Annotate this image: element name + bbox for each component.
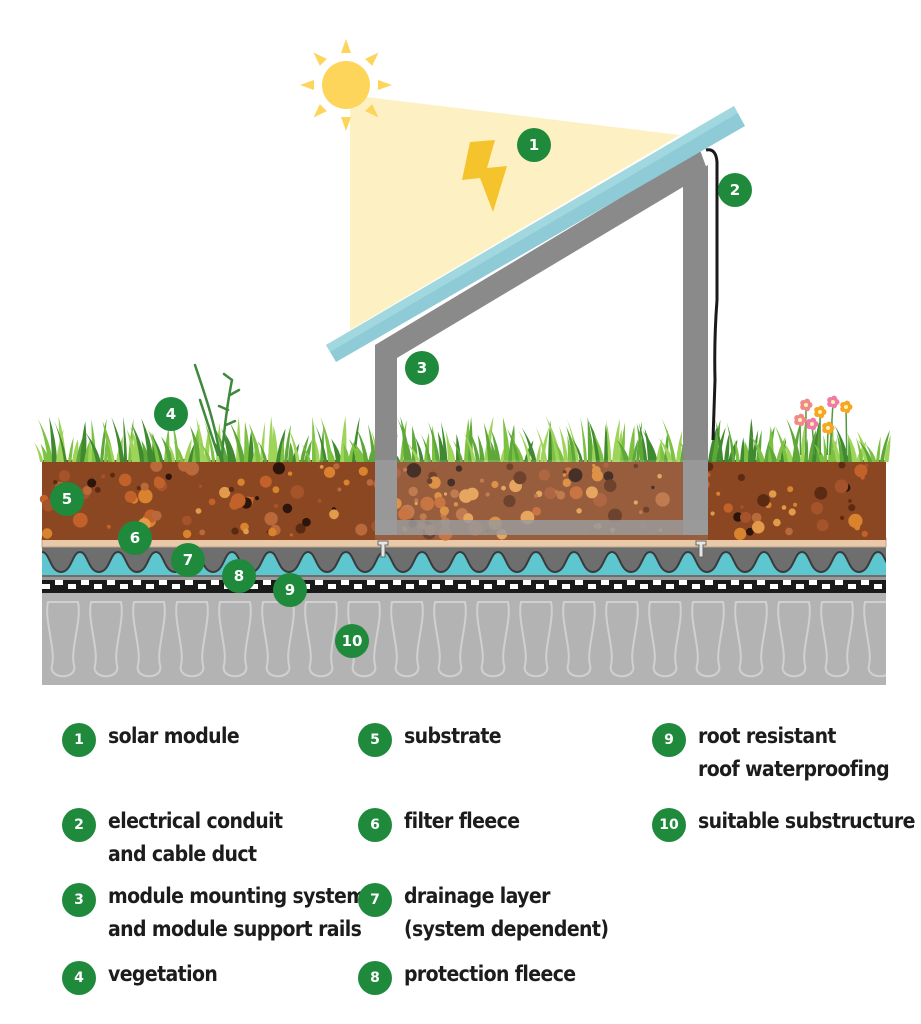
callout-badge — [50, 482, 84, 516]
lightning-icon — [462, 140, 507, 212]
callout-number: 9 — [285, 581, 295, 599]
legend-badge: 8 — [358, 961, 392, 995]
legend-badge: 5 — [358, 723, 392, 757]
sunlight-beam — [350, 95, 680, 330]
callout-number: 1 — [529, 136, 539, 154]
callout-number: 6 — [130, 529, 140, 547]
legend-label: root resistant roof waterproofing — [698, 724, 890, 781]
callout-7: 7 — [171, 543, 205, 577]
callout-9: 9 — [273, 573, 307, 607]
legend-item-8: 8 protection fleece — [358, 958, 576, 995]
sun-icon — [300, 39, 392, 131]
legend-badge: 7 — [358, 883, 392, 917]
callout-badge — [273, 573, 307, 607]
legend-label: vegetation — [108, 962, 218, 986]
legend-item-6: 6 filter fleece — [358, 805, 520, 842]
legend-badge: 9 — [652, 723, 686, 757]
callout-group: 1 2 3 4 5 6 7 8 9 10 — [50, 128, 752, 658]
plant-icon — [193, 363, 241, 457]
callout-badge — [405, 351, 439, 385]
callout-1: 1 — [517, 128, 551, 162]
legend-badge: 3 — [62, 883, 96, 917]
legend-item-9: 9 root resistant roof waterproofing — [652, 720, 890, 786]
legend-badge: 10 — [652, 808, 686, 842]
drainage-layer — [42, 547, 886, 577]
callout-6: 6 — [118, 521, 152, 555]
legend-item-3: 3 module mounting system and module suppo… — [62, 880, 366, 946]
legend-badge: 4 — [62, 961, 96, 995]
callout-number: 4 — [166, 405, 176, 423]
callout-badge — [718, 173, 752, 207]
callout-number: 5 — [62, 490, 72, 508]
legend-item-2: 2 electrical conduit and cable duct — [62, 805, 283, 871]
green-roof-solar-diagram: 1 2 3 4 5 6 7 8 9 10 — [33, 39, 891, 685]
legend-label: electrical conduit and cable duct — [108, 809, 283, 866]
legend-label: filter fleece — [404, 809, 520, 833]
callout-number: 7 — [183, 551, 193, 569]
callout-4: 4 — [154, 397, 188, 431]
callout-badge — [517, 128, 551, 162]
waterproofing-layer — [42, 578, 886, 593]
callout-badge — [118, 521, 152, 555]
legend-label: suitable substructure — [698, 809, 915, 833]
callout-badge — [154, 397, 188, 431]
mounting-frame — [375, 150, 708, 540]
legend-label: protection fleece — [404, 962, 576, 986]
callout-10: 10 — [335, 624, 369, 658]
callout-number: 3 — [417, 359, 427, 377]
legend-label: drainage layer (system dependent) — [404, 884, 609, 941]
grass-icon — [33, 416, 891, 462]
callout-badge — [222, 559, 256, 593]
callout-badge — [335, 624, 369, 658]
callout-5: 5 — [50, 482, 84, 516]
legend: 1 solar module 2 electrical conduit and cab… — [0, 700, 921, 1024]
legend-item-4: 4 vegetation — [62, 958, 218, 995]
callout-2: 2 — [718, 173, 752, 207]
substructure-layer — [42, 593, 886, 685]
legend-badge: 1 — [62, 723, 96, 757]
cable-duct — [705, 148, 719, 441]
legend-item-7: 7 drainage layer (system dependent) — [358, 880, 609, 946]
frame-anchors — [377, 540, 707, 558]
legend-label: solar module — [108, 724, 240, 748]
legend-badge: 6 — [358, 808, 392, 842]
legend-badge: 2 — [62, 808, 96, 842]
legend-item-1: 1 solar module — [62, 720, 240, 757]
legend-label: module mounting system and module suppor… — [108, 884, 366, 941]
callout-8: 8 — [222, 559, 256, 593]
protection-fleece-layer — [42, 575, 886, 580]
legend-label: substrate — [404, 724, 502, 748]
flower-icon — [794, 395, 853, 456]
callout-3: 3 — [405, 351, 439, 385]
callout-badge — [171, 543, 205, 577]
callout-number: 8 — [234, 567, 244, 585]
legend-item-5: 5 substrate — [358, 720, 502, 757]
callout-number: 2 — [730, 181, 740, 199]
callout-number: 10 — [342, 632, 363, 650]
legend-item-10: 10 suitable substructure — [652, 805, 915, 842]
